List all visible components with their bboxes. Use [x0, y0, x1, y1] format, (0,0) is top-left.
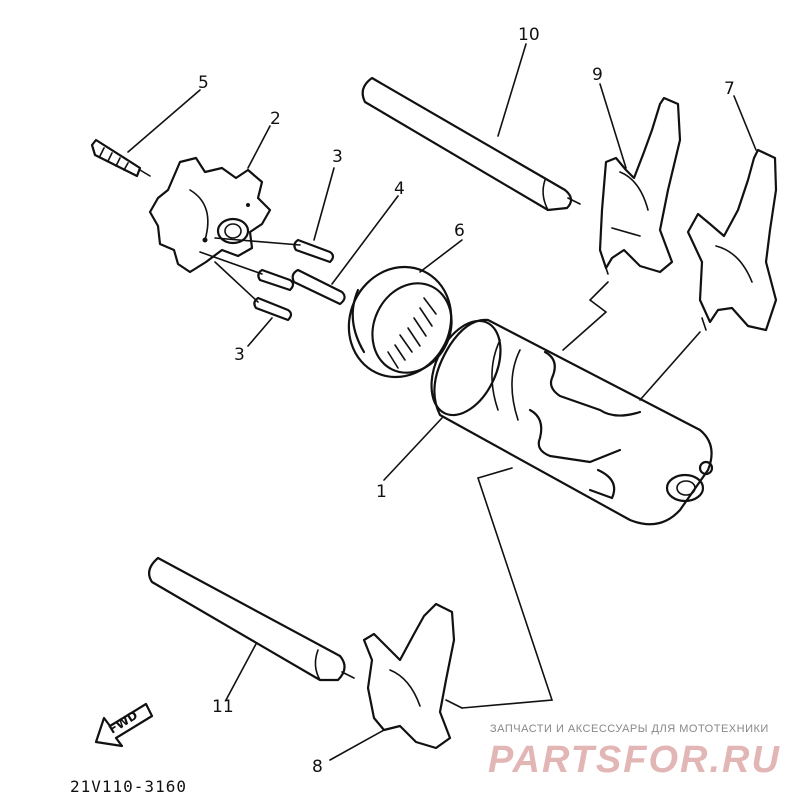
- leader-7: [733, 95, 757, 151]
- watermark-tagline: ЗАПЧАСТИ И АКСЕССУАРЫ ДЛЯ МОТОТЕХНИКИ: [490, 723, 769, 735]
- callout-10: 10: [518, 25, 540, 45]
- callout-11: 11: [212, 697, 234, 717]
- shift-fork-shaft-upper: [361, 76, 581, 212]
- dowel-pin-lower: [253, 296, 293, 322]
- leader-3-upper: [313, 167, 335, 241]
- leader-8: [329, 729, 385, 761]
- callout-3-upper: 3: [332, 147, 343, 167]
- leader-2: [247, 125, 271, 169]
- shift-fork-lower: [362, 602, 463, 750]
- leader-10: [497, 43, 527, 137]
- callout-7: 7: [724, 79, 735, 99]
- callout-5: 5: [198, 73, 209, 93]
- pin-alignment-line-2: [199, 251, 263, 275]
- leader-1: [383, 417, 443, 481]
- groove-connector-9: [562, 281, 609, 351]
- shift-fork-upper-right: [686, 148, 778, 332]
- shift-fork-upper-left: [598, 96, 682, 275]
- callout-1: 1: [376, 482, 387, 502]
- callout-9: 9: [592, 65, 603, 85]
- dowel-pin-upper: [293, 238, 335, 264]
- callout-3-lower: 3: [234, 345, 245, 365]
- leader-9: [599, 83, 627, 169]
- bolt: [90, 138, 151, 178]
- shift-fork-shaft-lower: [147, 556, 355, 682]
- drawing-code: 21V110-3160: [70, 777, 187, 796]
- callout-2: 2: [270, 109, 281, 129]
- dowel-pin-middle: [257, 268, 295, 292]
- pin-alignment-line-1: [214, 237, 301, 246]
- shift-segment: [148, 156, 272, 274]
- watermark-brand: PARTSFOR.RU: [488, 739, 781, 781]
- groove-connector-7: [639, 331, 701, 401]
- callout-8: 8: [312, 757, 323, 777]
- fwd-label: FWD: [106, 708, 140, 737]
- groove-connector-8: [461, 467, 554, 709]
- long-pin: [291, 268, 346, 306]
- pin-alignment-line-3: [214, 261, 259, 303]
- callout-6: 6: [454, 221, 465, 241]
- leader-3-lower: [247, 317, 273, 347]
- needle-bearing: [347, 265, 453, 379]
- shift-drum: [430, 318, 714, 526]
- leader-4: [331, 195, 399, 285]
- callout-4: 4: [394, 179, 405, 199]
- leader-6: [419, 239, 463, 273]
- leader-5: [127, 89, 201, 153]
- forward-arrow: FWD: [94, 702, 154, 748]
- leader-11: [225, 643, 257, 701]
